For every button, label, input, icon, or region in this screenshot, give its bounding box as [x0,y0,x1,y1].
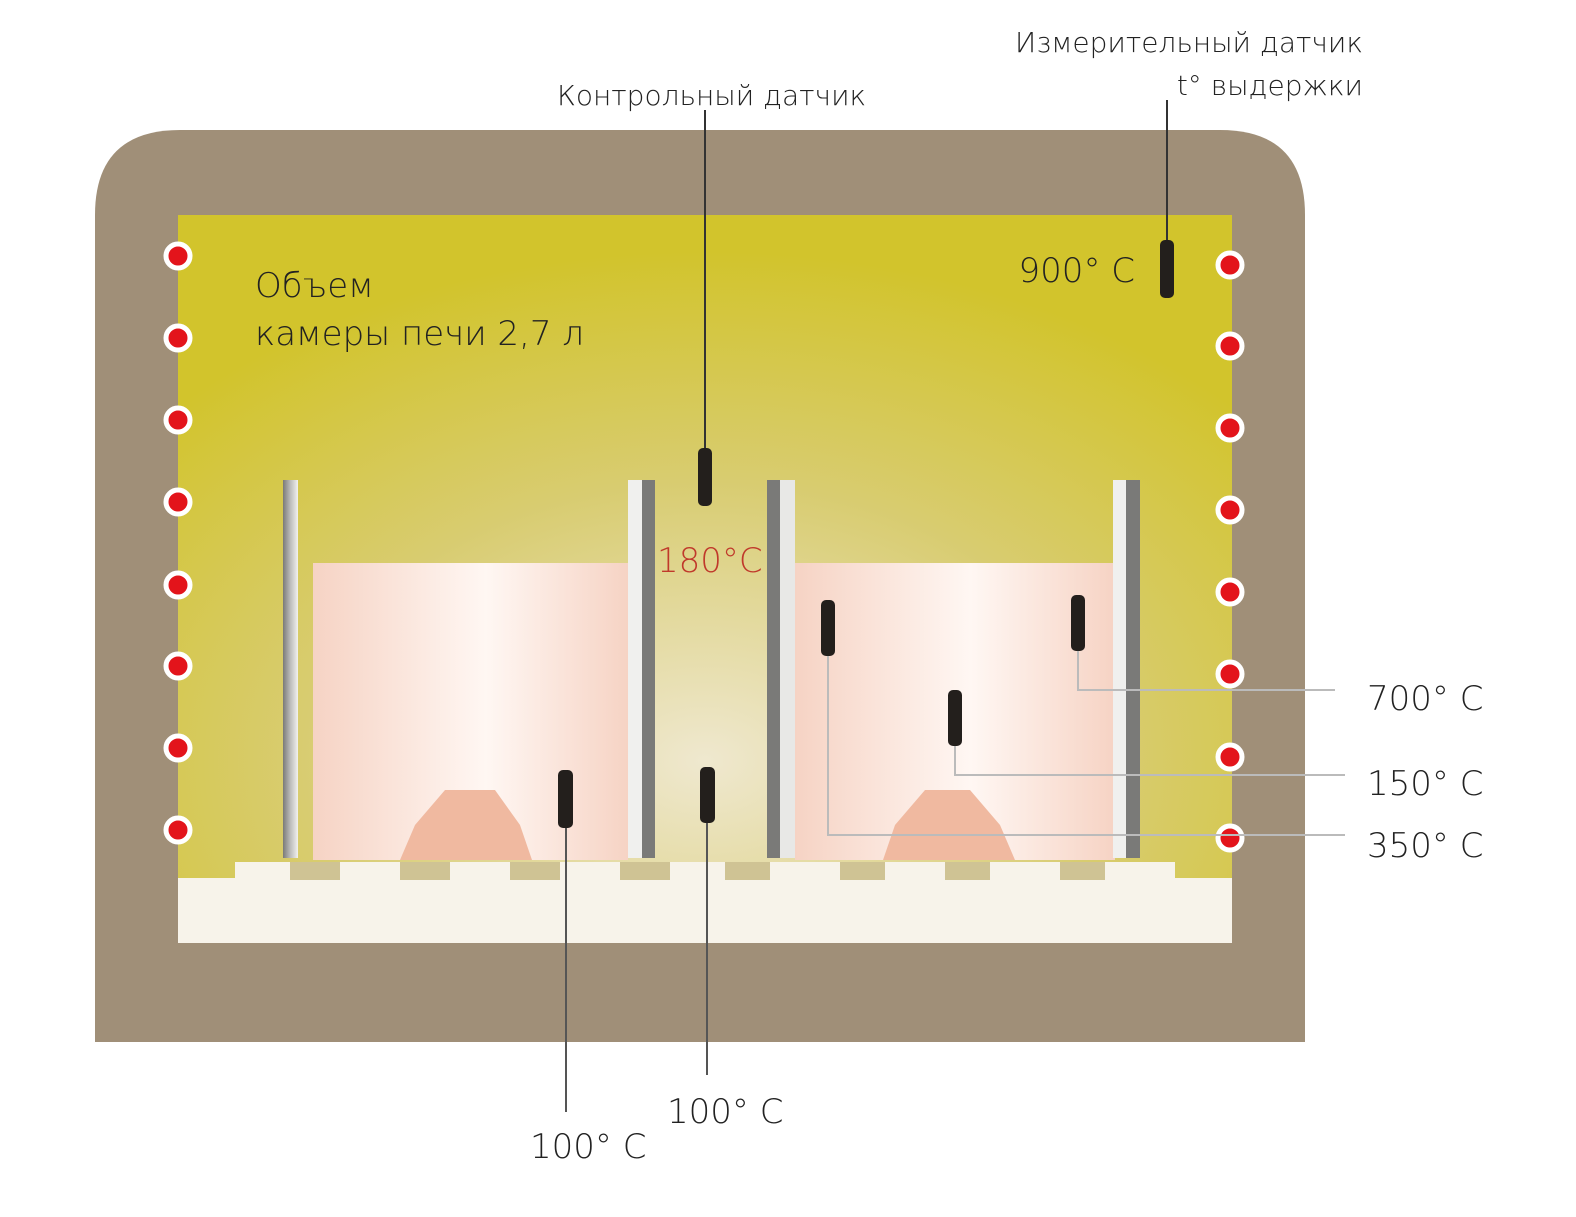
crucible-right [767,480,1140,860]
chamber-volume-line1: Объем [255,266,374,306]
temp-100-left: 100° C [530,1127,646,1167]
temp-700: 700° C [1367,679,1483,719]
control-sensor-label: Контрольный датчик [557,79,866,112]
temp-100-center: 100° C [667,1092,783,1132]
temp-900: 900° C [1019,251,1135,291]
sensor-350 [821,600,835,656]
heaters-left [163,241,193,845]
sensor-left-bottom [558,770,573,828]
control-sensor [698,448,712,506]
measuring-sensor-label-line1: Измерительный датчик [1015,26,1363,59]
measuring-sensor [1160,240,1174,298]
furnace-floor [178,862,1232,943]
sensor-150 [948,690,962,746]
temp-150: 150° C [1367,764,1483,804]
temp-180: 180°C [657,541,763,581]
crucible-left [283,480,655,860]
measuring-sensor-label-line2: t° выдержки [1177,69,1363,102]
chamber-volume-line2: камеры печи 2,7 л [255,314,584,354]
sensor-700 [1071,595,1085,651]
temp-350: 350° C [1367,826,1483,866]
leader-lines [565,100,1345,1112]
heaters-right [1215,250,1245,853]
sensor-center-bottom [700,767,715,823]
